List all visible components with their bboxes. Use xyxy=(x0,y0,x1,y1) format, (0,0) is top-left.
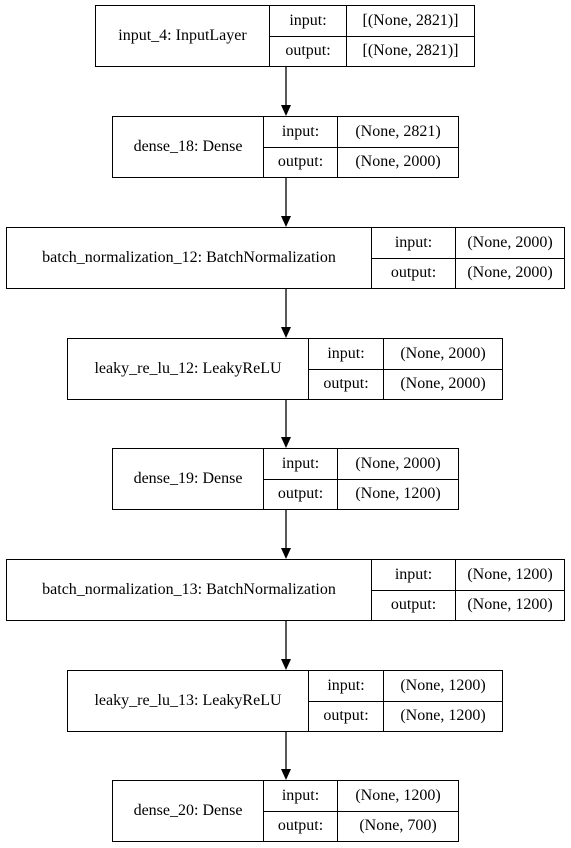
layer-name: batch_normalization_13: BatchNormalizati… xyxy=(42,581,336,598)
layer-node: leaky_re_lu_12: LeakyReLU input: output: (N… xyxy=(67,338,503,400)
layer-name: dense_19: Dense xyxy=(133,470,243,487)
layer-name: leaky_re_lu_13: LeakyReLU xyxy=(94,692,282,709)
edge-arrow xyxy=(281,510,291,559)
input-shape: (None, 2000) xyxy=(467,234,553,251)
input-label: input: xyxy=(394,566,433,583)
output-label: output: xyxy=(323,375,369,392)
output-label: output: xyxy=(390,264,437,281)
layer-node: input_4: InputLayer input: output: [(None, … xyxy=(95,5,475,67)
output-label: output: xyxy=(390,596,437,613)
layer-name: leaky_re_lu_12: LeakyReLU xyxy=(94,360,282,377)
input-label: input: xyxy=(394,234,433,251)
input-label: input: xyxy=(289,12,327,29)
input-label: input: xyxy=(281,787,320,804)
edge-arrow xyxy=(281,67,291,116)
output-label: output: xyxy=(277,485,324,502)
output-shape: (None, 1200) xyxy=(355,485,441,502)
input-shape: (None, 2000) xyxy=(400,345,486,362)
layer-node: batch_normalization_13: BatchNormalizati… xyxy=(6,559,565,621)
input-shape: (None, 1200) xyxy=(400,677,486,694)
layer-node: leaky_re_lu_13: LeakyReLU input: output: (N… xyxy=(67,670,503,732)
layer-node: dense_20: Dense input: output: (None, 1200)… xyxy=(112,780,459,842)
layer-name: dense_20: Dense xyxy=(133,802,243,819)
edge-arrow xyxy=(281,732,291,780)
output-label: output: xyxy=(285,42,331,59)
layer-node: dense_18: Dense input: output: (None, 2821)… xyxy=(112,116,459,178)
divider xyxy=(308,369,502,370)
output-shape: (None, 1200) xyxy=(400,707,486,724)
input-label: input: xyxy=(327,345,365,362)
output-label: output: xyxy=(277,153,324,170)
output-shape: [(None, 2821)] xyxy=(362,42,459,59)
layer-name: dense_18: Dense xyxy=(133,138,243,155)
output-shape: (None, 700) xyxy=(359,817,437,834)
divider xyxy=(371,258,564,259)
divider xyxy=(263,147,458,148)
input-shape: (None, 2000) xyxy=(355,455,441,472)
input-label: input: xyxy=(281,455,320,472)
output-shape: (None, 2000) xyxy=(355,153,441,170)
input-shape: (None, 1200) xyxy=(467,566,553,583)
divider xyxy=(269,36,474,37)
input-label: input: xyxy=(327,677,365,694)
edge-arrow xyxy=(281,400,291,448)
layer-node: batch_normalization_12: BatchNormalizati… xyxy=(6,227,565,289)
divider xyxy=(308,701,502,702)
edge-arrow xyxy=(281,178,291,227)
output-shape: (None, 2000) xyxy=(400,375,486,392)
divider xyxy=(371,590,564,591)
layer-name: input_4: InputLayer xyxy=(118,27,247,44)
edge-arrow xyxy=(281,289,291,338)
output-shape: (None, 1200) xyxy=(467,596,553,613)
output-label: output: xyxy=(323,707,369,724)
edge-arrow xyxy=(281,621,291,670)
input-shape: (None, 1200) xyxy=(355,787,441,804)
divider xyxy=(263,479,458,480)
output-shape: (None, 2000) xyxy=(467,264,553,281)
layer-node: dense_19: Dense input: output: (None, 2000)… xyxy=(112,448,459,510)
divider xyxy=(263,811,458,812)
input-shape: [(None, 2821)] xyxy=(362,12,459,29)
layer-name: batch_normalization_12: BatchNormalizati… xyxy=(42,249,336,266)
output-label: output: xyxy=(277,817,324,834)
input-label: input: xyxy=(281,123,320,140)
input-shape: (None, 2821) xyxy=(355,123,441,140)
